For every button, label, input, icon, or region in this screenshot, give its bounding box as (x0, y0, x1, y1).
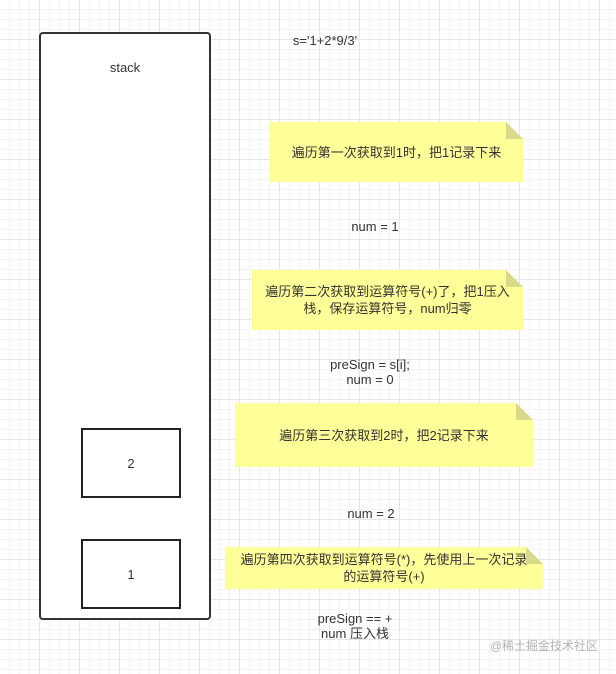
num-state-1: num = 1 (351, 219, 399, 234)
expression-label: s='1+2*9/3' (292, 33, 358, 48)
note-step-2: 遍历第二次获取到运算符号(+)了，把1压入 栈，保存运算符号，num归零 (252, 270, 523, 330)
note-line: 栈，保存运算符号，num归零 (303, 301, 472, 316)
presign-state-1: preSign = s[i]; num = 0 (300, 357, 440, 387)
presign-line: preSign == + (317, 611, 393, 626)
note-step-4: 遍历第四次获取到运算符号(*)，先使用上一次记录 的运算符号(+) (225, 547, 543, 589)
note-line: 的运算符号(+) (343, 569, 425, 584)
note-fold-corner (506, 270, 523, 287)
presign-state-2: preSign == + num 压入栈 (290, 611, 420, 641)
note-line: 遍历第四次获取到运算符号(*)，先使用上一次记录 (240, 552, 528, 567)
note-step-1: 遍历第一次获取到1时，把1记录下来 (270, 122, 523, 182)
note-fold-corner (516, 403, 533, 420)
watermark: @稀土掘金技术社区 (489, 639, 598, 653)
note-line: 遍历第三次获取到2时，把2记录下来 (279, 427, 489, 443)
note-line: 遍历第二次获取到运算符号(+)了，把1压入 (265, 284, 510, 299)
presign-line: num = 0 (346, 372, 394, 387)
note-step-3: 遍历第三次获取到2时，把2记录下来 (235, 403, 533, 467)
stack-label: stack (109, 60, 141, 75)
note-fold-corner (506, 122, 523, 139)
num-state-2: num = 2 (347, 506, 395, 521)
note-line: 遍历第一次获取到1时，把1记录下来 (291, 144, 502, 160)
stack-container (39, 32, 211, 620)
stack-cell-top: 2 (81, 428, 181, 498)
stack-cell-bottom: 1 (81, 539, 181, 609)
stack-cell-value: 2 (127, 455, 135, 471)
note-fold-corner (526, 547, 543, 564)
stack-cell-value: 1 (127, 566, 135, 582)
presign-line: preSign = s[i]; (330, 357, 410, 372)
presign-line: num 压入栈 (321, 626, 389, 641)
